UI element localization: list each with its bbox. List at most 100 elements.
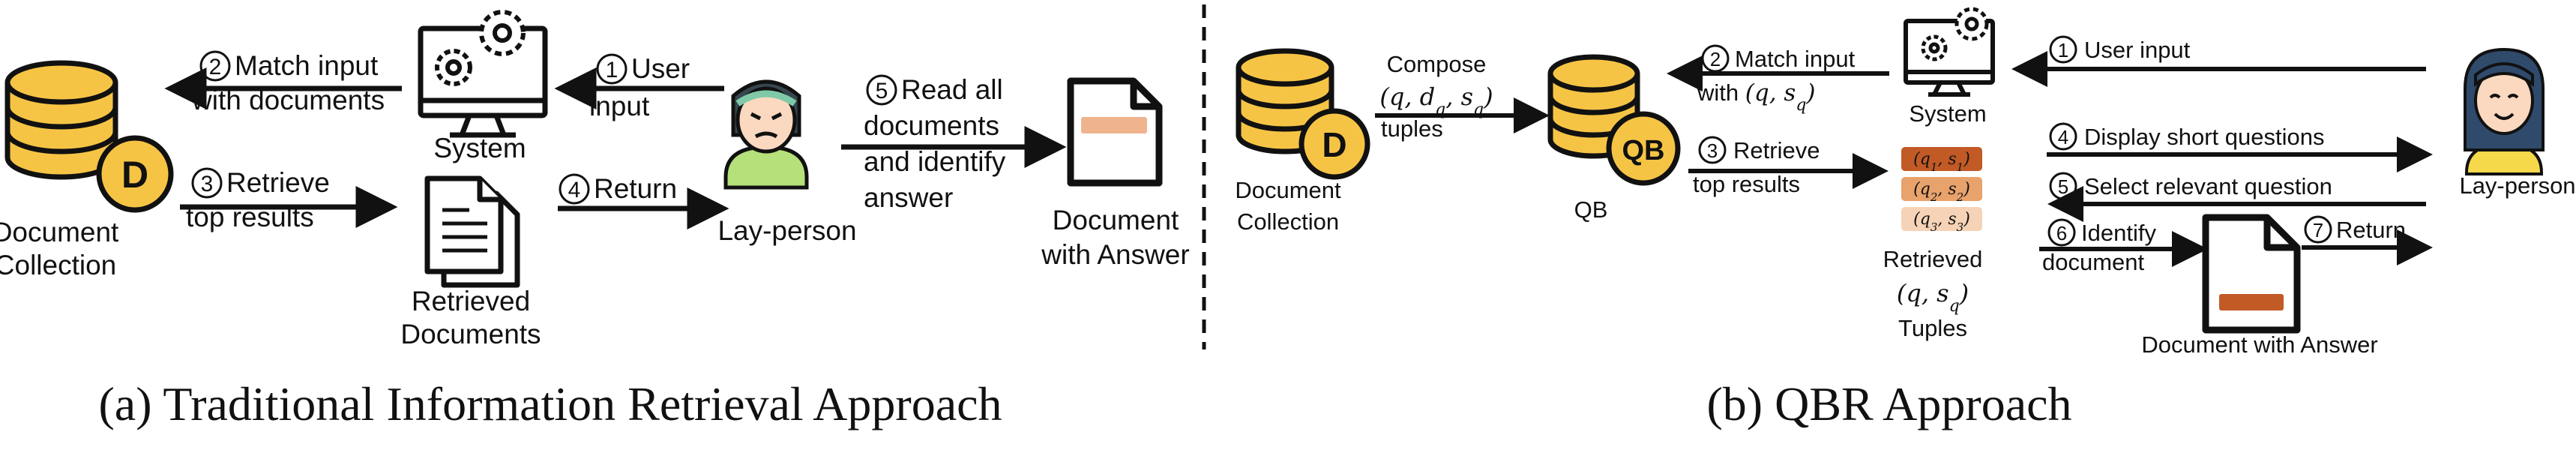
- documents-stack-icon: [424, 176, 520, 288]
- arrows-a: [164, 68, 1067, 230]
- badge-qb-text: QB: [1622, 135, 1665, 166]
- step-7-b-line1: Return: [2336, 217, 2406, 243]
- database-icon: [4, 60, 118, 180]
- step-2-b: 2 Match input with (q, sq): [1697, 44, 1856, 115]
- retrieved-tuples-line1: Retrieved: [1883, 246, 1983, 272]
- document-icon: [2202, 214, 2301, 334]
- step-3-a-number: 3: [201, 172, 214, 196]
- step-5-a-line3: and identify: [864, 146, 1006, 177]
- document-icon: [1067, 77, 1163, 187]
- system-label-b: System: [1909, 100, 1986, 127]
- step-5-a: 5 Read all documents and identify answer: [864, 74, 1006, 213]
- caption-a: (a) Traditional Information Retrieval Ap…: [98, 377, 1002, 430]
- step-2-b-number: 2: [1710, 48, 1721, 70]
- document-collection-label-line2: Collection: [0, 250, 116, 280]
- step-4-a-line1: Return: [594, 173, 677, 204]
- qb-database: QB QB: [1547, 54, 1681, 223]
- retrieved-tuples: (q1, s1) (q2, s2) (q3, s3) Retrieved (q, s…: [1883, 147, 1983, 341]
- tuple-chip: [1901, 177, 1982, 201]
- step-5-a-line4: answer: [864, 182, 953, 213]
- step-7-b: 7 Return: [2304, 215, 2406, 244]
- retrieved-tuples-line2: (q, sq): [1897, 279, 1969, 316]
- compose-line3: tuples: [1381, 116, 1443, 142]
- person-icon: [723, 80, 809, 190]
- step-1-b-number: 1: [2058, 39, 2068, 62]
- step-3-b-number: 3: [1707, 140, 1718, 162]
- panel-a: D Document Collection System: [0, 10, 1190, 430]
- document-collection-label-line1: Document: [0, 217, 119, 248]
- document-with-answer-b: Document with Answer: [2141, 214, 2378, 358]
- gear-icon: [1921, 7, 1989, 62]
- lay-person-label-b: Lay-person: [2459, 172, 2575, 199]
- step-2-a-line1: Match input: [235, 50, 379, 81]
- step-5-a-line2: documents: [864, 110, 999, 141]
- step-2-a-number: 2: [209, 55, 222, 80]
- badge-d-b-text: D: [1322, 125, 1346, 164]
- step-1-a: 1 User input: [589, 53, 690, 122]
- step-6-b: 6 Identify document: [2042, 218, 2156, 275]
- tuple-chip: [1901, 207, 1982, 231]
- step-3-b: 3 Retrieve top results: [1693, 136, 1820, 197]
- step-6-b-number: 6: [2056, 222, 2067, 244]
- gear-icon: [435, 10, 526, 86]
- lay-person-label-a: Lay-person: [717, 215, 856, 246]
- computer-icon: [418, 26, 548, 138]
- step-5-a-line1: Read all: [901, 74, 1003, 105]
- answer-highlight-bar: [1081, 117, 1147, 134]
- step-1-a-number: 1: [606, 58, 619, 82]
- step-2-a: 2 Match input with documents: [191, 50, 385, 116]
- system-label-a: System: [433, 133, 526, 164]
- step-3-b-line1: Retrieve: [1733, 137, 1820, 164]
- step-3-b-line2: top results: [1693, 171, 1800, 197]
- step-3-a-line2: top results: [186, 202, 314, 232]
- step-5-b-number: 5: [2058, 176, 2068, 198]
- step-4-b-number: 4: [2058, 126, 2068, 148]
- tuple-chip-label: (q1, s1): [1913, 150, 1970, 174]
- tuple-chip: [1901, 147, 1982, 171]
- step-6-b-line2: document: [2042, 249, 2145, 275]
- step-4-b-line1: Display short questions: [2084, 124, 2325, 150]
- tuple-list: (q1, s1) (q2, s2) (q3, s3): [1901, 147, 1982, 234]
- step-2-b-line1: Match input: [1735, 46, 1856, 72]
- retrieved-tuples-line3: Tuples: [1898, 315, 1967, 341]
- arrows-b: [1375, 51, 2433, 267]
- person-icon: [2464, 47, 2545, 176]
- step-1-a-line1: User: [631, 53, 690, 84]
- step-4-a: 4 Return: [559, 173, 677, 205]
- document-collection-b-line2: Collection: [1237, 208, 1339, 235]
- badge-d-b: D: [1298, 108, 1370, 180]
- step-5-b: 5 Select relevant question: [2049, 172, 2332, 200]
- qb-label: QB: [1574, 196, 1608, 223]
- step-1-a-line2: input: [589, 91, 650, 122]
- compose-line1: Compose: [1387, 51, 1487, 77]
- document-with-answer-b-label: Document with Answer: [2141, 332, 2377, 358]
- badge-qb: QB: [1606, 111, 1681, 186]
- step-6-b-line1: Identify: [2081, 220, 2156, 246]
- step-2-b-line2: with (q, sq): [1697, 80, 1816, 115]
- tuple-chip-label: (q3, s3): [1913, 210, 1970, 234]
- document-with-answer-a-line1: Document: [1053, 205, 1179, 236]
- compose-tuples: Compose (q, dq, sq) tuples: [1379, 51, 1493, 142]
- document-collection-b-line1: Document: [1235, 177, 1341, 203]
- retrieved-documents-line2: Documents: [400, 319, 541, 350]
- tuple-chip-label: (q2, s2): [1913, 180, 1970, 204]
- badge-d-a: D: [96, 135, 174, 213]
- lay-person-a: Lay-person: [717, 80, 857, 246]
- caption-b: (b) QBR Approach: [1706, 377, 2071, 430]
- step-5-b-line1: Select relevant question: [2084, 173, 2332, 200]
- document-with-answer-a-line2: with Answer: [1041, 239, 1189, 270]
- lay-person-b: Lay-person: [2459, 47, 2576, 199]
- document-collection-a: D Document Collection: [0, 60, 174, 280]
- step-7-b-number: 7: [2313, 219, 2323, 242]
- document-collection-b: D Document Collection: [1235, 48, 1370, 235]
- document-with-answer-a: Document with Answer: [1041, 77, 1190, 270]
- retrieved-documents: Retrieved Documents: [400, 176, 541, 350]
- step-5-a-number: 5: [876, 79, 888, 104]
- step-1-b-line1: User input: [2084, 37, 2191, 63]
- step-2-a-line2: with documents: [191, 85, 385, 116]
- answer-highlight-bar: [2219, 294, 2284, 310]
- system-a: System: [418, 10, 548, 164]
- step-4-a-number: 4: [568, 178, 581, 202]
- system-b: System: [1904, 7, 1995, 127]
